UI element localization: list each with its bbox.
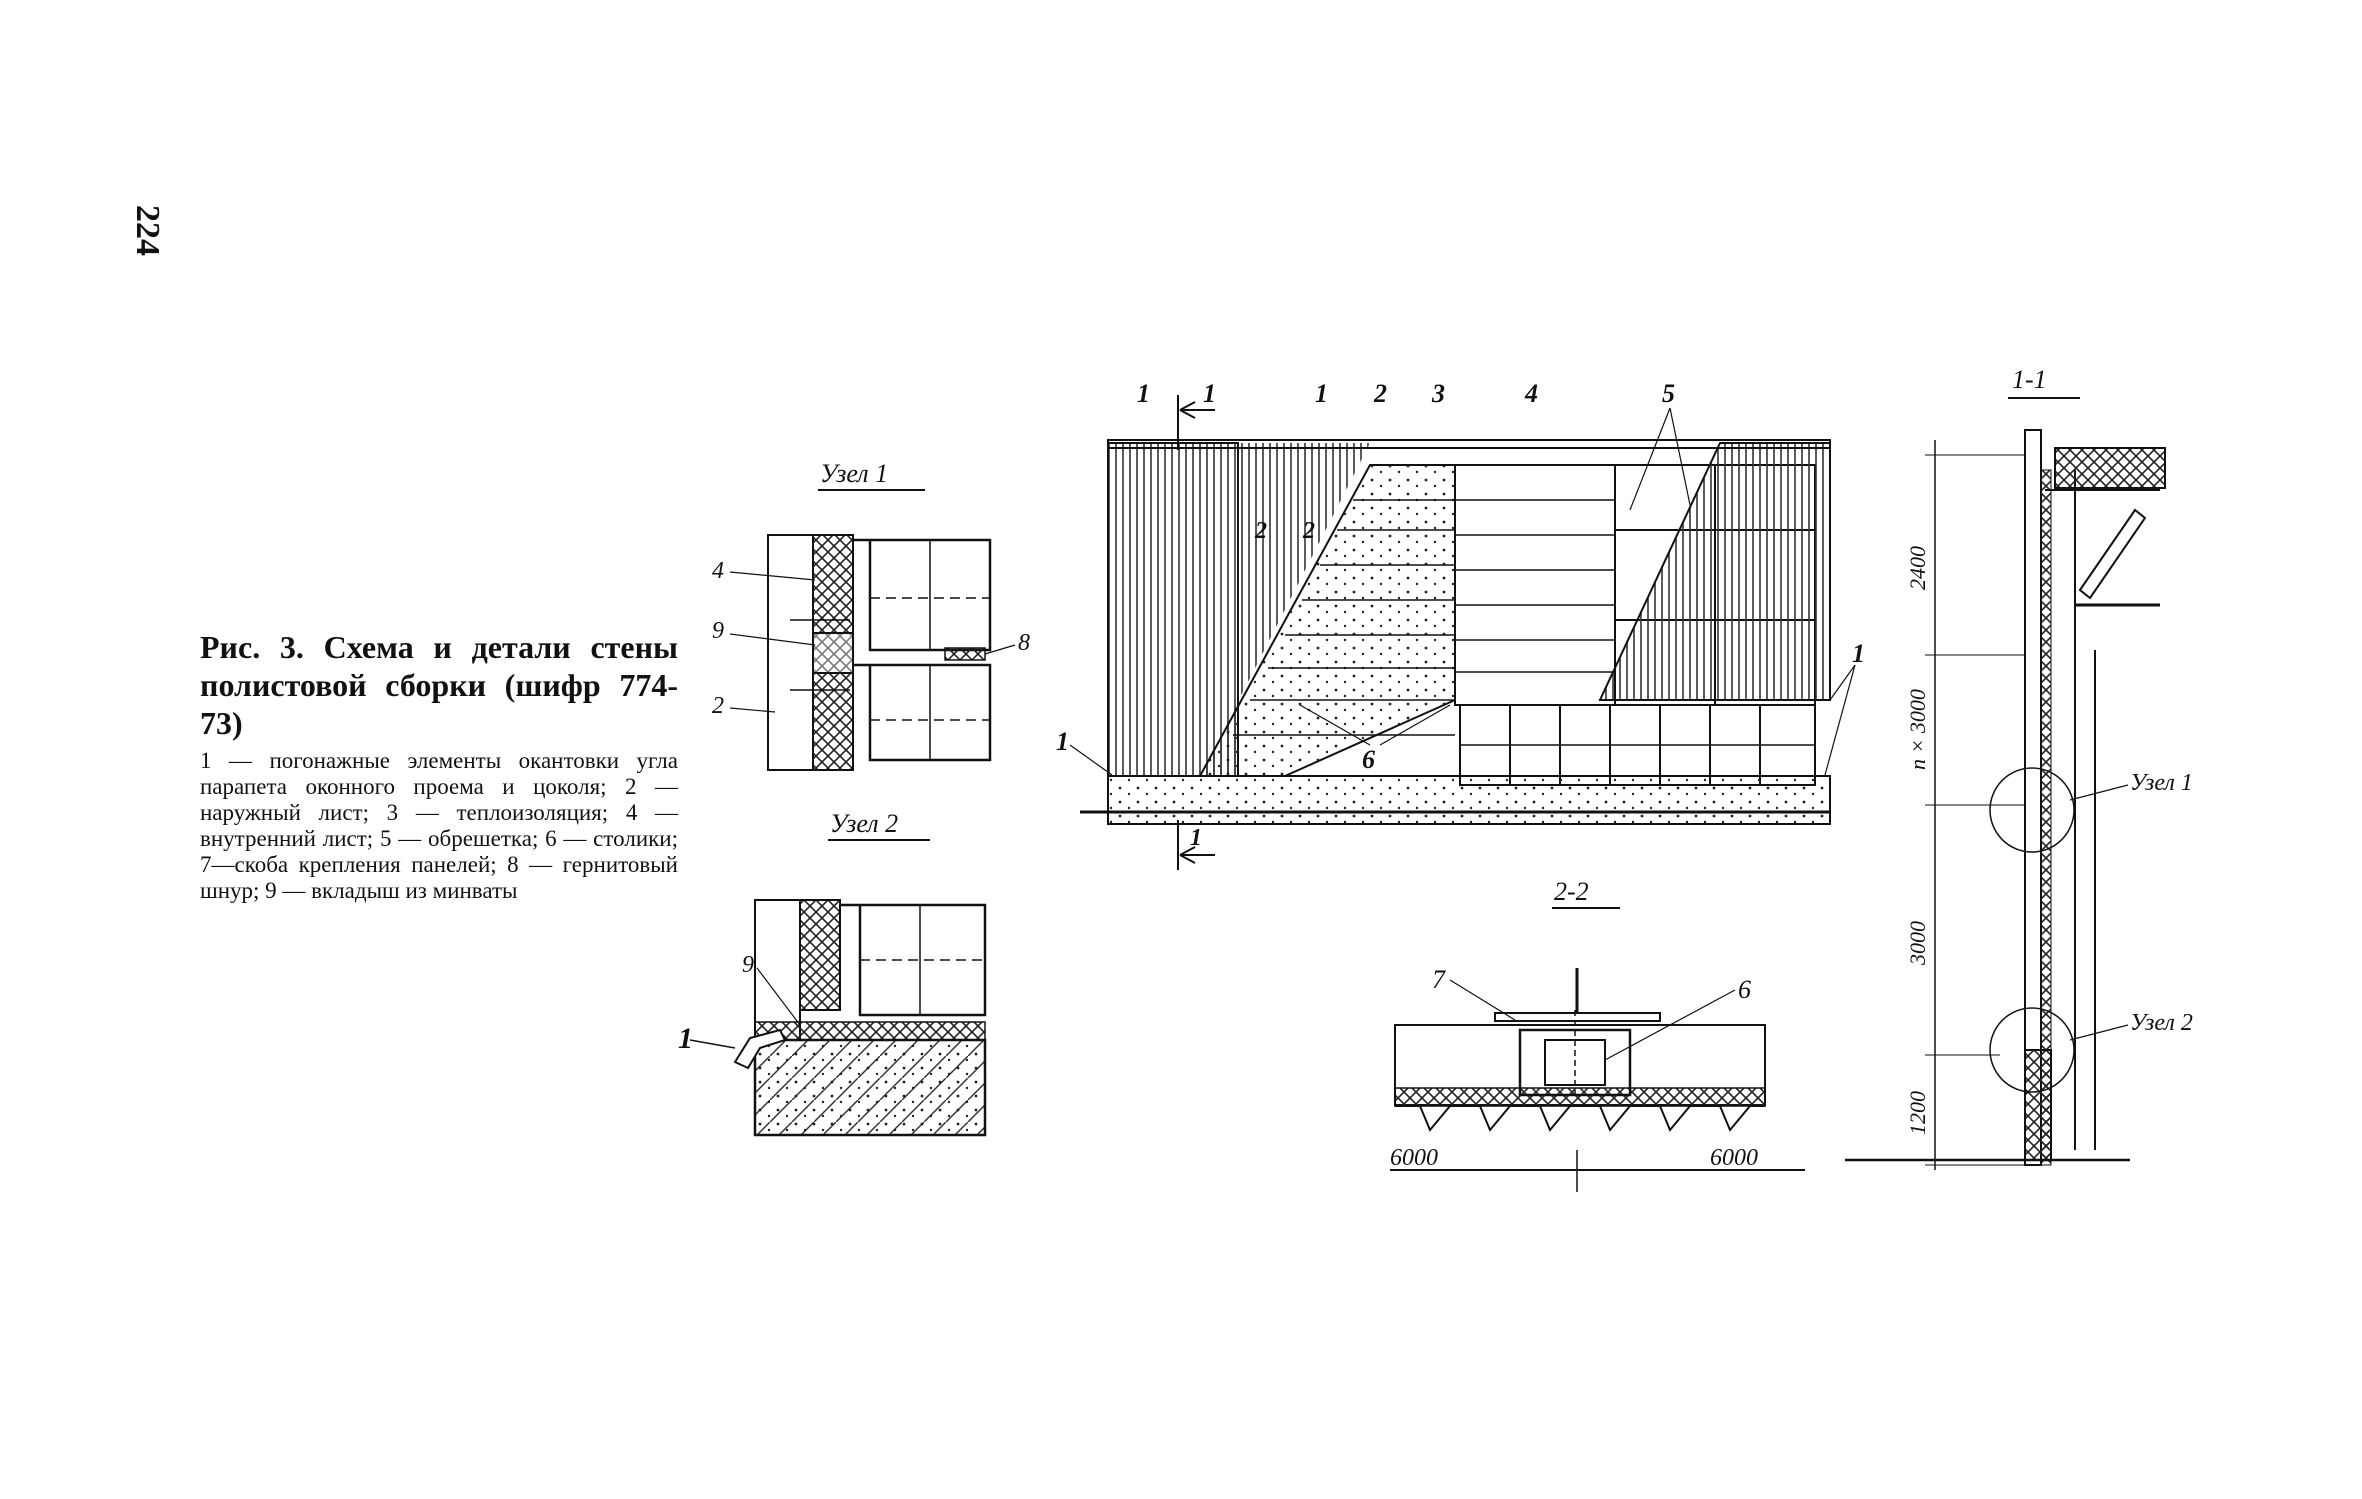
elevation-label-2: 2 bbox=[1373, 379, 1387, 408]
section-2-2-dim-left: 6000 bbox=[1390, 1145, 1438, 1171]
elevation-label-1-right: 1 bbox=[1852, 639, 1865, 668]
detail-1-title: Узел 1 bbox=[820, 459, 888, 488]
figure-legend: 1 — погонажные элементы окантовки угла п… bbox=[200, 748, 678, 903]
section-2-2-label-7: 7 bbox=[1432, 965, 1446, 994]
section-1-1-dim-n3000: n × 3000 bbox=[1905, 689, 1930, 770]
section-1-1-dim-1200: 1200 bbox=[1905, 1091, 1930, 1135]
section-2-2-drawing: 2-2 7 6 6000 6000 bbox=[1390, 877, 1805, 1192]
section-2-2-title: 2-2 bbox=[1554, 877, 1589, 906]
elevation-drawing: 1 1 1 2 3 4 5 2 2 6 1 1 1 bbox=[1056, 379, 1865, 870]
section-2-2-dim-right: 6000 bbox=[1710, 1145, 1758, 1171]
section-1-1-dim-2400: 2400 bbox=[1905, 546, 1930, 590]
detail-1-label-9: 9 bbox=[712, 618, 724, 644]
elevation-label-1-left: 1 bbox=[1056, 727, 1069, 756]
section-2-2-label-6: 6 bbox=[1738, 975, 1751, 1004]
figure-title: Рис. 3. Схема и детали стены полистовой … bbox=[200, 629, 678, 741]
detail-2-label-9: 9 bbox=[742, 952, 754, 978]
detail-2-label-1: 1 bbox=[678, 1022, 693, 1055]
detail-1-label-2: 2 bbox=[712, 693, 724, 719]
section-1-1-callout-1: Узел 1 bbox=[2130, 770, 2193, 796]
elevation-section-mark: 1 bbox=[1203, 379, 1216, 408]
detail-2-drawing: Узел 2 9 1 bbox=[678, 809, 987, 1137]
elevation-label-1b: 1 bbox=[1315, 379, 1328, 408]
elevation-section-mark-bottom: 1 bbox=[1190, 825, 1202, 851]
elevation-label-6: 6 bbox=[1362, 745, 1375, 774]
elevation-label-4: 4 bbox=[1524, 379, 1538, 408]
section-1-1-drawing: 1-1 Узел 1 Узел 2 2400 n × 3000 3000 120… bbox=[1845, 365, 2193, 1170]
elevation-label-5: 5 bbox=[1662, 379, 1675, 408]
elevation-label-1a: 1 bbox=[1137, 379, 1150, 408]
detail-1-drawing: Узел 1 4 9 2 8 bbox=[712, 459, 1030, 771]
elevation-cut-2b: 2 bbox=[1302, 518, 1315, 544]
detail-2-title: Узел 2 bbox=[830, 809, 898, 838]
section-1-1-callout-2: Узел 2 bbox=[2130, 1010, 2193, 1036]
elevation-cut-2a: 2 bbox=[1254, 518, 1267, 544]
section-1-1-dim-3000: 3000 bbox=[1905, 921, 1930, 966]
detail-1-label-8: 8 bbox=[1018, 630, 1030, 656]
section-1-1-title: 1-1 bbox=[2012, 365, 2047, 394]
elevation-label-3: 3 bbox=[1431, 379, 1445, 408]
detail-1-label-4: 4 bbox=[712, 558, 724, 584]
